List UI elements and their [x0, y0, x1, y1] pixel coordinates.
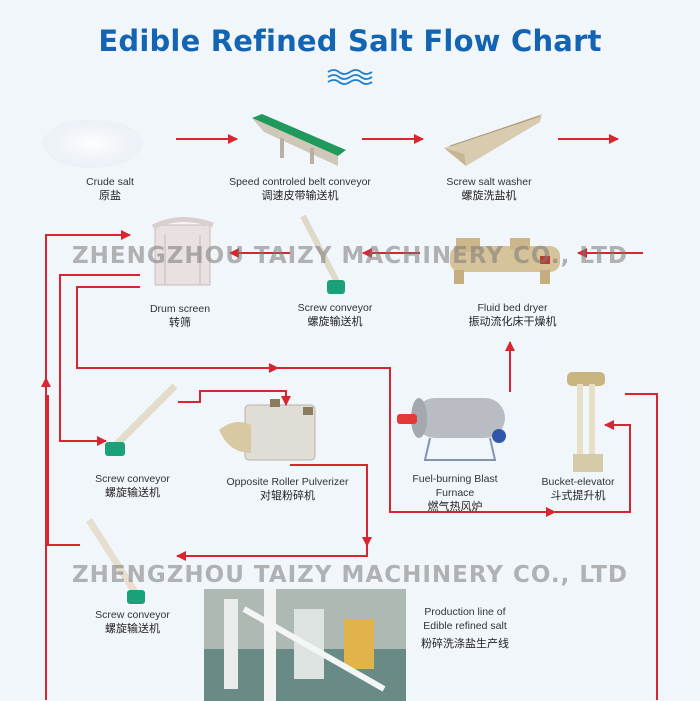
fluid-bed-dryer-image — [450, 238, 560, 284]
screw-conveyor-1-image — [300, 214, 345, 294]
screw-conveyor-3-image — [86, 518, 145, 604]
watermark: ZHENGZHOU TAIZY MACHINERY CO., LTD — [71, 243, 628, 269]
arrow-loop-to-drum — [45, 230, 131, 700]
arrow-screw3-loop — [47, 395, 80, 546]
arrow-screw2-to-pulverizer — [178, 390, 291, 406]
belt-conveyor-image — [252, 114, 346, 166]
production-line-photo — [204, 589, 406, 701]
bucket-elevator-image — [567, 372, 605, 472]
screw-conveyor-2-image — [105, 383, 178, 456]
arrow-to-elevator — [600, 420, 631, 513]
arrow-elevator-out — [625, 393, 658, 700]
arrow-drum-to-furnace-line — [76, 286, 600, 513]
arrow-drum-to-screw2 — [59, 274, 140, 446]
page-title: Edible Refined Salt Flow Chart — [98, 24, 602, 58]
drum-screen-image — [151, 217, 214, 286]
watermark: ZHENGZHOU TAIZY MACHINERY CO., LTD — [71, 562, 628, 588]
waves-icon — [327, 69, 373, 85]
roller-pulverizer-image — [219, 399, 316, 461]
crude-salt-image — [41, 119, 144, 169]
salt-washer-image — [444, 114, 542, 166]
arrow-pulverizer-to-screw3 — [176, 464, 368, 561]
blast-furnace-image — [397, 398, 506, 461]
